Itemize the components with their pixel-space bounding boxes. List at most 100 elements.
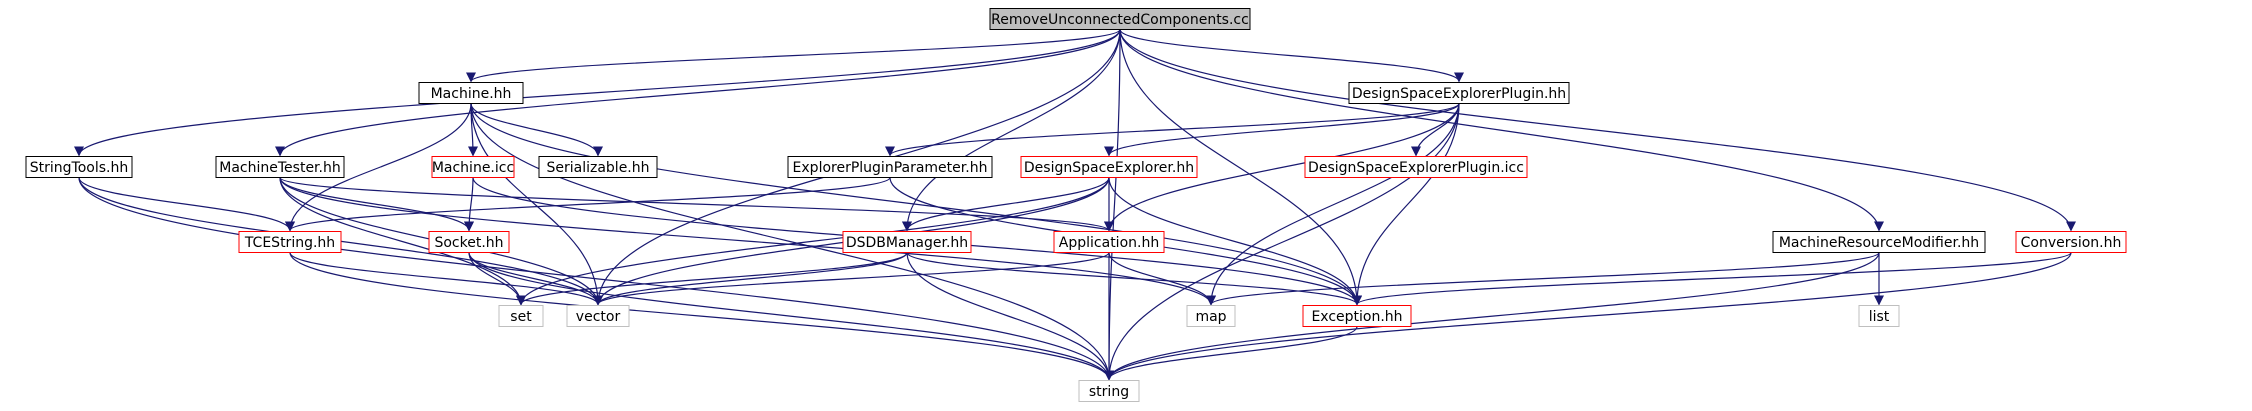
node-box xyxy=(538,156,658,178)
node-stringtools-hh[interactable]: StringTools.hh xyxy=(25,156,133,178)
edge-dsdb_hh-to-set xyxy=(516,251,908,306)
edge-dsdb_hh-to-exception_hh xyxy=(906,251,1362,306)
edge-tcestring_hh-to-string xyxy=(289,252,1114,381)
node-box xyxy=(1078,380,1140,402)
node-box xyxy=(498,305,544,327)
edge-application_hh-to-vector xyxy=(593,251,1110,306)
edge-machine_hh-to-string xyxy=(470,103,1114,381)
node-mrm-hh[interactable]: MachineResourceModifier.hh xyxy=(1772,231,1986,253)
edge-exception_hh-to-string xyxy=(1104,326,1358,381)
node-dsdb-hh[interactable]: DSDBManager.hh xyxy=(842,231,972,253)
edge-epp_hh-to-tcestring_hh xyxy=(285,176,891,232)
edge-socket_hh-to-vector xyxy=(468,252,603,306)
edge-tcestring_hh-to-vector xyxy=(289,252,603,306)
edge-dse_hh-to-exception_hh xyxy=(1108,177,1362,306)
edge-stringtools_hh-to-string xyxy=(78,177,1114,381)
edge-root-to-stringtools_hh xyxy=(74,29,1121,157)
node-vector: vector xyxy=(566,305,630,327)
edge-machinetester_hh-to-set xyxy=(279,177,526,306)
node-dsep-icc[interactable]: DesignSpaceExplorerPlugin.icc xyxy=(1304,156,1528,178)
edge-machine_icc-to-socket_hh xyxy=(464,177,475,232)
node-root: RemoveUnconnectedComponents.cc xyxy=(989,8,1251,30)
node-box xyxy=(25,156,133,178)
edge-dsep_hh-to-string xyxy=(1104,103,1460,381)
node-label: TCEString.hh xyxy=(244,235,335,251)
edge-dsep_hh-to-dse_hh xyxy=(1104,103,1460,157)
node-list: list xyxy=(1858,305,1900,327)
edge-machinetester_hh-to-socket_hh xyxy=(279,177,474,232)
node-label: RemoveUnconnectedComponents.cc xyxy=(991,12,1249,28)
edge-root-to-exception_hh xyxy=(1119,29,1362,306)
node-label: DSDBManager.hh xyxy=(846,235,968,251)
node-tcestring-hh[interactable]: TCEString.hh xyxy=(238,231,342,253)
node-label: Serializable.hh xyxy=(546,160,649,176)
edge-dsdb_hh-to-string xyxy=(906,252,1114,381)
node-dse-hh[interactable]: DesignSpaceExplorer.hh xyxy=(1020,156,1198,178)
node-machinetester-hh[interactable]: MachineTester.hh xyxy=(215,156,345,178)
node-box xyxy=(1053,231,1165,253)
node-label: Machine.hh xyxy=(431,86,512,102)
nodes-layer: RemoveUnconnectedComponents.ccMachine.hh… xyxy=(25,8,2127,402)
node-string: string xyxy=(1078,380,1140,402)
node-box xyxy=(1858,305,1900,327)
node-label: Conversion.hh xyxy=(2021,235,2122,251)
node-label: map xyxy=(1195,309,1226,325)
edge-root-to-mrm_hh xyxy=(1119,29,1884,232)
node-label: vector xyxy=(576,309,621,325)
node-label: MachineTester.hh xyxy=(219,160,340,176)
node-box xyxy=(431,156,515,178)
node-label: DesignSpaceExplorer.hh xyxy=(1024,160,1194,176)
edge-root-to-machine_hh xyxy=(466,28,1121,83)
edge-socket_hh-to-string xyxy=(468,252,1114,381)
node-box xyxy=(1020,156,1198,178)
edge-dsep_hh-to-exception_hh xyxy=(1352,103,1460,306)
node-box xyxy=(1772,231,1986,253)
node-box xyxy=(842,231,972,253)
edge-machine_hh-to-serializable_hh xyxy=(470,103,603,157)
node-label: Exception.hh xyxy=(1311,309,1402,325)
node-conversion-hh[interactable]: Conversion.hh xyxy=(2015,231,2127,253)
edge-conversion_hh-to-exception_hh xyxy=(1352,251,2072,306)
node-label: list xyxy=(1869,309,1890,325)
node-exception-hh[interactable]: Exception.hh xyxy=(1302,305,1412,327)
edge-root-to-conversion_hh xyxy=(1119,29,2076,232)
node-machine-icc[interactable]: Machine.icc xyxy=(431,156,515,178)
node-label: ExplorerPluginParameter.hh xyxy=(793,160,988,176)
edge-dsep_hh-to-map xyxy=(1206,103,1460,306)
edge-mrm_hh-to-map xyxy=(1206,251,1880,306)
node-label: Socket.hh xyxy=(434,235,503,251)
node-label: DesignSpaceExplorerPlugin.hh xyxy=(1352,86,1566,102)
edge-machinetester_hh-to-application_hh xyxy=(279,176,1114,232)
node-label: MachineResourceModifier.hh xyxy=(1779,235,1979,251)
edge-root-to-dsep_hh xyxy=(1119,29,1464,83)
node-box xyxy=(2015,231,2127,253)
node-box xyxy=(787,156,993,178)
edge-root-to-string xyxy=(1104,29,1121,381)
edge-dse_hh-to-set xyxy=(516,177,1110,306)
edge-dsep_hh-to-application_hh xyxy=(1104,103,1460,232)
edge-dsdb_hh-to-vector xyxy=(593,252,908,306)
edge-root-to-machinetester_hh xyxy=(275,29,1121,157)
node-label: Application.hh xyxy=(1059,235,1159,251)
node-label: DesignSpaceExplorerPlugin.icc xyxy=(1308,160,1524,176)
node-dsep-hh[interactable]: DesignSpaceExplorerPlugin.hh xyxy=(1348,82,1570,104)
node-box xyxy=(418,82,524,104)
node-box xyxy=(989,8,1251,30)
node-socket-hh[interactable]: Socket.hh xyxy=(428,231,510,253)
node-box xyxy=(238,231,342,253)
node-epp-hh[interactable]: ExplorerPluginParameter.hh xyxy=(787,156,993,178)
edges-layer xyxy=(74,28,2076,381)
node-application-hh[interactable]: Application.hh xyxy=(1053,231,1165,253)
node-label: string xyxy=(1089,384,1129,400)
edge-dse_hh-to-dsdb_hh xyxy=(902,177,1110,232)
edge-mrm_hh-to-string xyxy=(1104,252,1880,381)
edge-root-to-dsdb_hh xyxy=(902,29,1121,232)
node-box xyxy=(1348,82,1570,104)
node-machine-hh[interactable]: Machine.hh xyxy=(418,82,524,104)
node-box xyxy=(428,231,510,253)
node-serializable-hh[interactable]: Serializable.hh xyxy=(538,156,658,178)
edge-stringtools_hh-to-tcestring_hh xyxy=(78,177,295,232)
node-label: set xyxy=(510,309,532,325)
edge-conversion_hh-to-string xyxy=(1104,252,2072,381)
